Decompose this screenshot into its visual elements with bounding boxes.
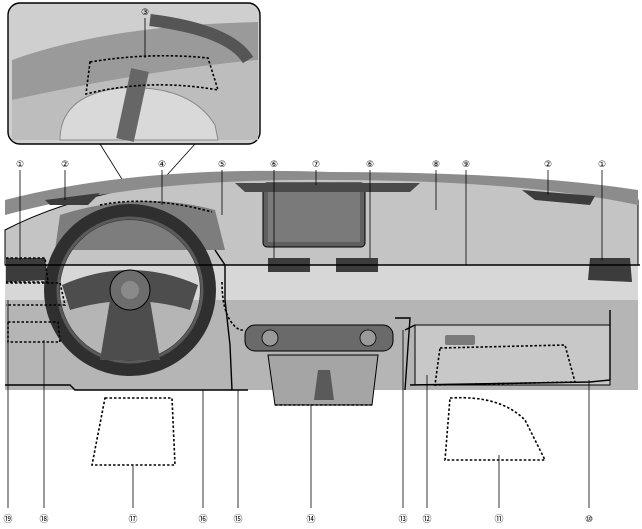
zone-19-knee [6,282,67,306]
callout-marker: ⑫ [422,514,431,525]
callout-marker: ⑮ [233,514,242,525]
zone-18-switch [7,321,61,343]
inset-zoom-view [7,2,261,206]
dashboard-body [4,170,640,406]
defroster-right [522,190,595,205]
callout-marker: ⑨ [462,160,470,170]
callout-marker: ① [598,160,606,170]
climate-panel [244,324,394,352]
callout-marker: ⑲ [3,514,12,525]
zone-1-left [6,257,49,283]
callout-marker: ⑧ [432,160,440,170]
callout-marker: ⑬ [398,514,407,525]
zone-12-passenger-airbag [434,344,577,386]
zone-3-meter-hood [99,200,213,213]
callout-marker: ② [544,160,552,170]
callout-marker: ③ [141,8,149,18]
callout-marker: ② [61,160,69,170]
zone-11-passenger-knee [444,396,547,461]
side-vent-left [6,258,48,282]
zone-17-driver-knee [91,397,176,466]
inset-highlight-zone [85,54,220,96]
callout-marker: ⑩ [585,515,593,525]
callout-marker: ⑰ [128,514,137,525]
callout-marker: ① [16,160,24,170]
callout-marker: ⑥ [366,160,374,170]
side-vent-right [588,258,632,282]
callout-marker: ④ [158,160,166,170]
defroster-left [45,193,100,205]
callout-marker: ⑦ [312,160,320,170]
highlight-zones [6,200,577,466]
steering-wheel [44,204,216,376]
callout-marker: ⑭ [306,514,315,525]
callout-marker: ⑤ [218,160,226,170]
callout-markers: ① ② ③ ④ ⑤ ⑥ ⑦ ⑥ ⑧ ⑨ ② ① ⑲ ⑱ ⑰ ⑯ ⑮ ⑭ ⑬ ⑫ ⑪ ⑩ [3,8,606,525]
leader-lines [7,170,603,508]
callout-marker: ⑥ [270,160,278,170]
callout-marker: ⑯ [198,514,207,525]
glove-box [414,324,611,386]
callout-marker: ⑪ [494,514,503,525]
callout-marker: ⑱ [39,514,48,525]
